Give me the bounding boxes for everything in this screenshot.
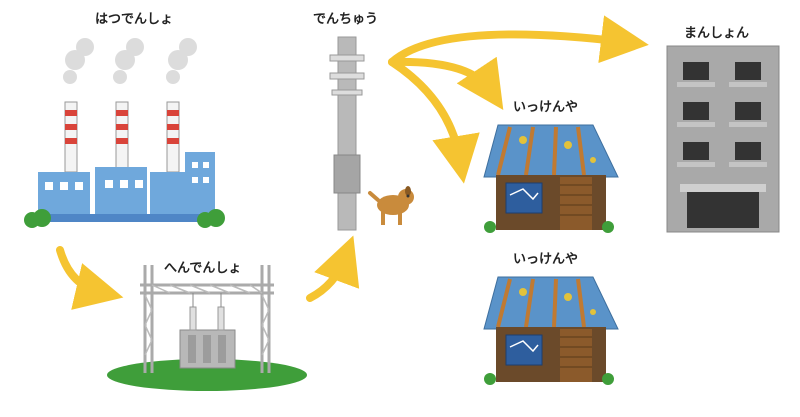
arrow-pole-to-house-near bbox=[388, 58, 480, 184]
mansion-label: まんしょん bbox=[684, 26, 750, 41]
house-bottom-illustration bbox=[478, 267, 623, 385]
house-top-label: いっけんや bbox=[513, 100, 579, 115]
arrow-substation-to-pole bbox=[306, 235, 360, 302]
chimney-icon bbox=[64, 101, 180, 173]
arrow-plant-to-substation bbox=[56, 246, 124, 310]
substation-label: へんでんしょ bbox=[164, 261, 242, 276]
arrow-pole-to-house-far bbox=[388, 56, 504, 110]
substation-illustration bbox=[100, 255, 315, 395]
utility-pole-illustration bbox=[318, 35, 418, 235]
house-top-illustration bbox=[478, 115, 623, 233]
mansion-illustration bbox=[665, 44, 785, 234]
smoke-icon bbox=[63, 38, 197, 84]
arrow-pole-to-mansion bbox=[388, 15, 649, 66]
utility-pole-label: でんちゅう bbox=[313, 12, 379, 27]
power-plant-label: はつでんしょ bbox=[95, 12, 174, 27]
dog-icon bbox=[368, 186, 414, 225]
power-plant-illustration bbox=[20, 32, 230, 232]
house-bottom-label: いっけんや bbox=[513, 252, 579, 267]
